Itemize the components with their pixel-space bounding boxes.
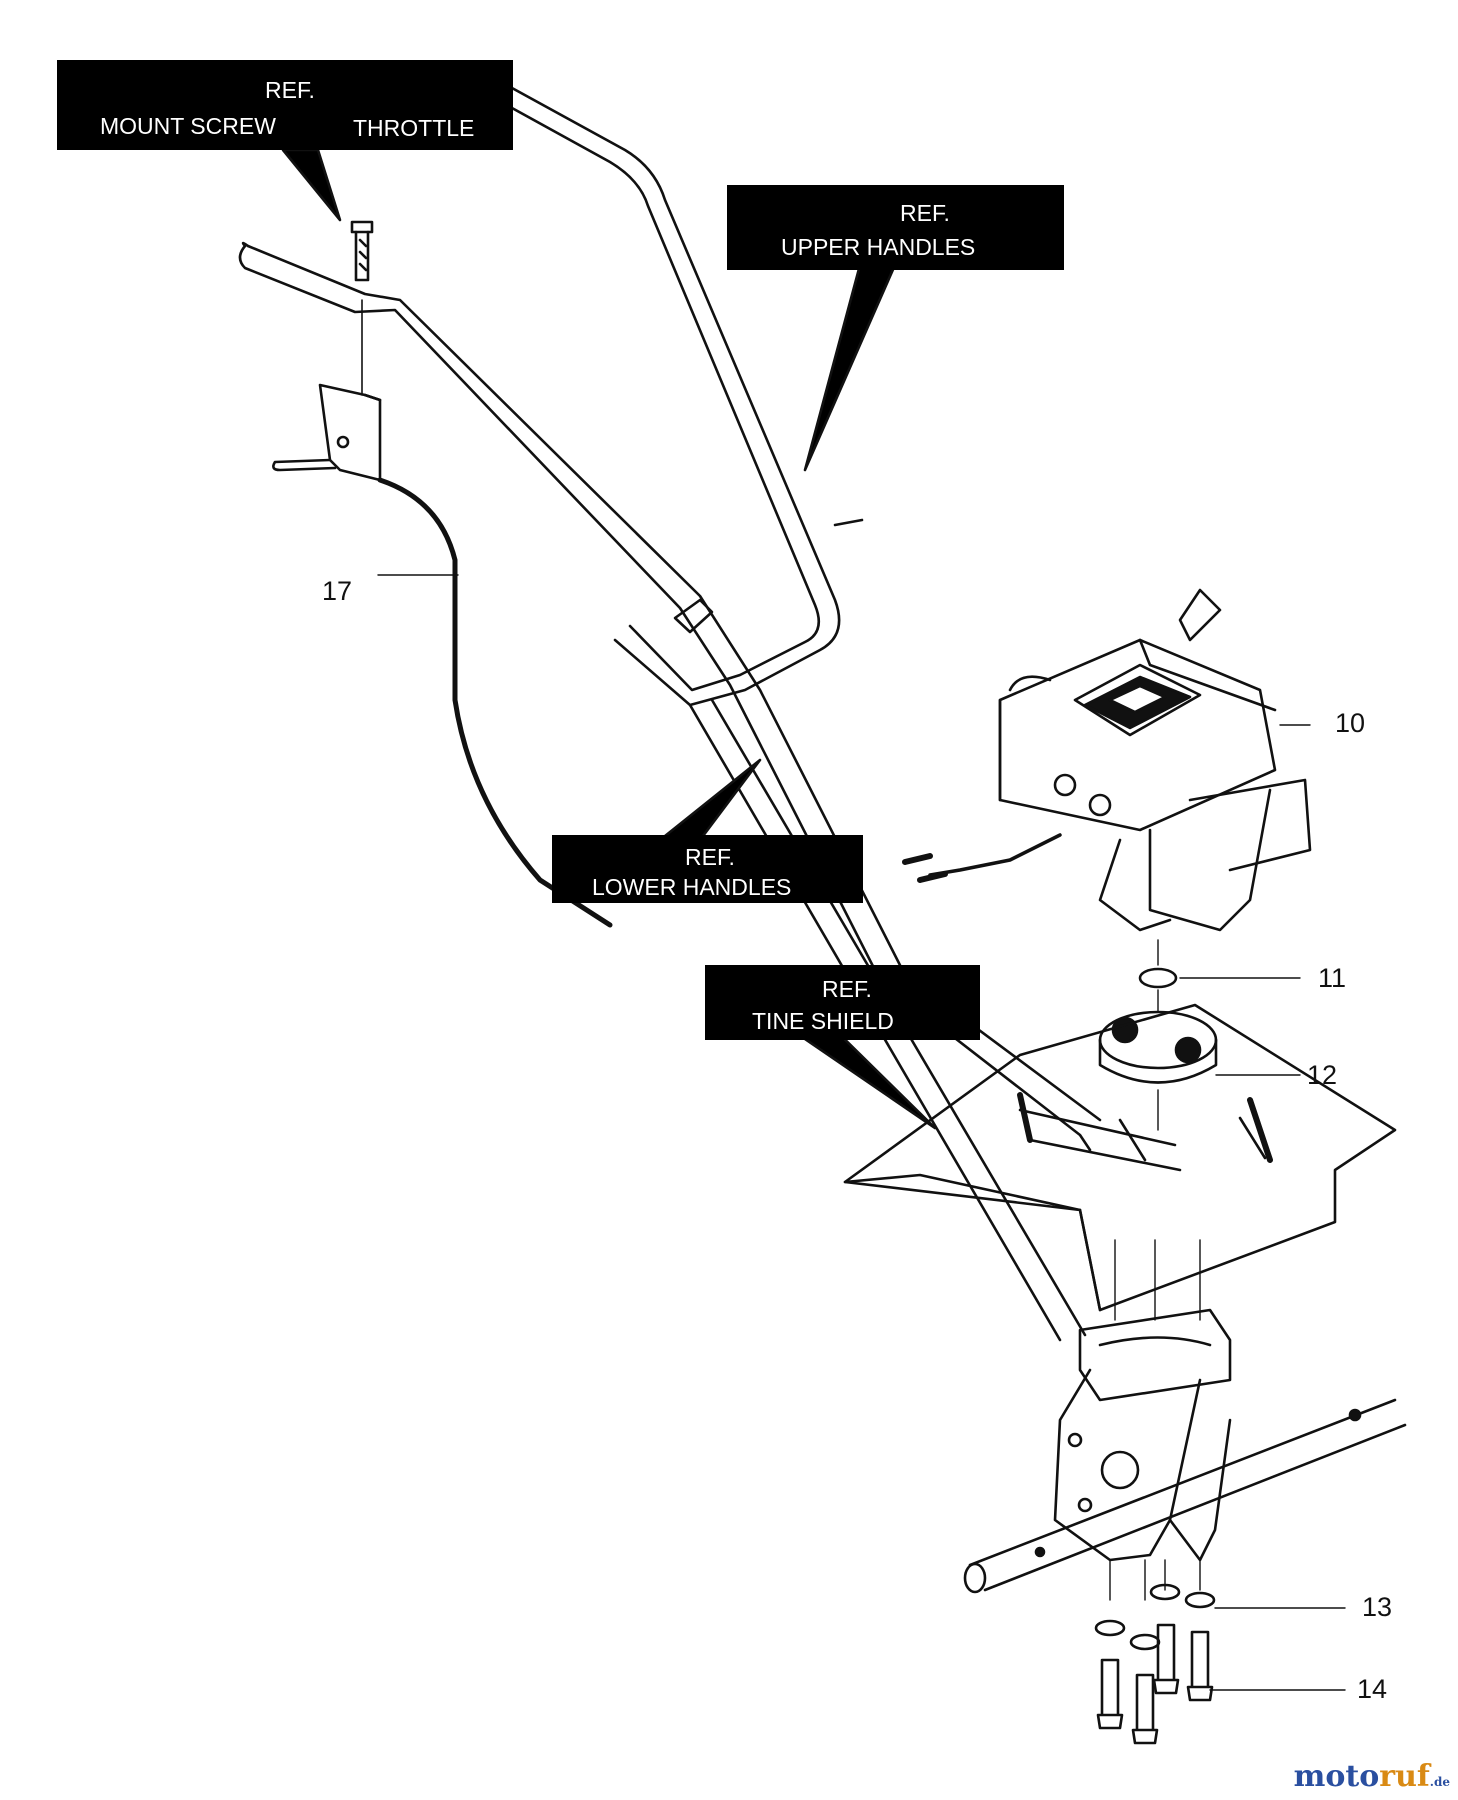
callout-upper-handles: REF. UPPER HANDLES <box>727 185 1064 270</box>
assembly-guides <box>1109 939 1201 1601</box>
mount-screw <box>350 220 374 282</box>
callout-ref: REF. <box>265 77 315 103</box>
bolts-14 <box>1096 1623 1214 1745</box>
callout-mount-screw: MOUNT SCREW <box>100 113 276 139</box>
callout-mount-screw-throttle: REF. MOUNT SCREW THROTTLE <box>57 60 513 150</box>
tine-axle <box>963 1398 1407 1594</box>
washer-11 <box>1138 967 1178 989</box>
part-number-14: 14 <box>1357 1674 1388 1704</box>
watermark-part1: moto <box>1293 1759 1380 1794</box>
part-number-10: 10 <box>1335 708 1366 738</box>
washers-13 <box>1094 1583 1216 1651</box>
coupler-12 <box>1098 1010 1218 1084</box>
callout-ref: REF. <box>900 200 950 226</box>
callout-lower-handles-label: LOWER HANDLES <box>592 874 792 900</box>
gear-housing <box>1053 1308 1232 1562</box>
callout-tine-shield-label: TINE SHIELD <box>752 1008 894 1034</box>
watermark-suffix: .de <box>1429 1775 1450 1789</box>
watermark-part2: ruf <box>1379 1759 1430 1794</box>
tine-shield-body <box>843 1003 1397 1312</box>
callout-tine-shield: REF. TINE SHIELD <box>705 965 980 1040</box>
throttle-cable <box>377 477 613 928</box>
part-number-17: 17 <box>322 576 353 606</box>
callout-upper-handles-label: UPPER HANDLES <box>781 234 976 260</box>
engine <box>902 588 1312 932</box>
part-number-13: 13 <box>1362 1592 1393 1622</box>
watermark-logo: motoruf.de <box>1294 1759 1450 1794</box>
callout-ref: REF. <box>685 844 735 870</box>
callout-ref: REF. <box>822 976 872 1002</box>
callout-lower-handles: REF. LOWER HANDLES <box>552 835 863 903</box>
part-number-11: 11 <box>1318 963 1347 993</box>
throttle-control <box>272 299 382 482</box>
part-number-12: 12 <box>1307 1060 1338 1090</box>
leader-lines <box>377 574 1346 1691</box>
callout-throttle: THROTTLE <box>353 115 475 141</box>
